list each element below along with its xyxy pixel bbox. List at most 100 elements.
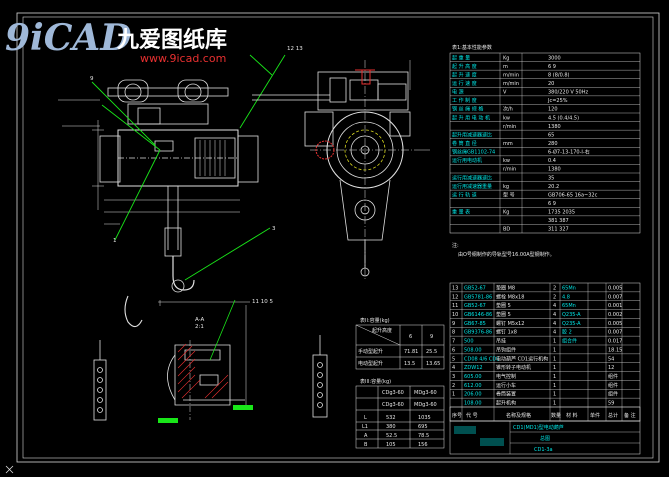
table-ii-header-2: MDg3-60: [414, 390, 437, 396]
bom-cell-code: GB52-67: [464, 285, 486, 291]
params-cell-value: 20.2: [548, 184, 559, 190]
bom-cell-name: 吊挂: [496, 338, 506, 345]
bom-cell-weight: 0.001: [608, 303, 622, 309]
params-cell-value: 380/220 V 50Hz: [548, 90, 588, 96]
watermark: 9iCAD 九爱图纸库 www.9icad.com: [5, 17, 227, 65]
bom-cell-code: 206.00: [464, 392, 482, 398]
params-cell-unit: Kg: [503, 210, 509, 216]
bom-cell-name: 垫圈 M8: [496, 284, 515, 291]
bom-cell-qty: 1: [553, 356, 556, 362]
bom-cell-qty: 1: [553, 401, 556, 407]
bom-cell-weight: 0.002: [608, 312, 622, 318]
leader-lines-white: [58, 99, 100, 127]
params-cell-name: 钢 丝 绳 规 格: [452, 106, 483, 113]
params-cell-value: GB706-65 16a~32c: [548, 192, 598, 198]
title-block-drawing: 总图: [540, 435, 550, 442]
detail-section-aa: A-A 2:1: [167, 305, 247, 420]
table-ii-row-l1-v2: 695: [418, 424, 428, 430]
watermark-site-name: 九爱图纸库: [116, 27, 227, 53]
pendant-controls: [93, 335, 328, 421]
bom-header-unit: 单件: [590, 412, 600, 419]
section-scale: 2:1: [195, 324, 204, 330]
table-ii-row-a-v2: 78.5: [418, 433, 429, 439]
bom-cell-qty: 1: [553, 383, 556, 389]
params-cell-value: 6 9: [548, 201, 556, 207]
table-ii-title: 表III:容量(kg): [360, 378, 391, 385]
params-cell-name: 起 升 用 电 动 机: [452, 114, 490, 121]
bom-cell-no: 4: [452, 365, 455, 371]
params-cell-name: 工 作 制 度: [452, 97, 477, 104]
bom-cell-code: GB67-85: [464, 321, 486, 327]
bom-cell-no: 10: [452, 312, 458, 318]
callout-right-1: 3: [272, 226, 276, 232]
bom-cell-material: 65Mn: [562, 303, 576, 309]
bom-cell-code: GB52-67: [464, 303, 486, 309]
table-i-row1-v1: 71.81: [404, 349, 418, 355]
table-ii-header-1: CDg3-60: [382, 390, 404, 396]
table-ii-row-l-label: L: [364, 415, 367, 421]
bom-cell-weight: 0.005: [608, 285, 622, 291]
drawing-outer-frame: [16, 12, 660, 463]
callout-left-1: 9: [90, 76, 94, 82]
side-view-yellow-center: [344, 129, 386, 171]
bom-cell-name: 螺钉 M5x12: [496, 320, 524, 327]
bom-cell-weight: 组件: [608, 373, 618, 380]
bom-cell-qty: 4: [553, 312, 556, 318]
bom-header-code: 代 号: [466, 412, 478, 419]
table-i-row1-v2: 25.5: [426, 349, 437, 355]
table-ii-row-l1-label: L1: [362, 424, 368, 430]
params-cell-name: 起 升 高 度: [452, 63, 477, 70]
table-ii-row-b-label: B: [364, 442, 368, 448]
bom-cell-no: 5: [452, 356, 455, 362]
params-cell-unit: 型 号: [503, 191, 515, 198]
table-i-header-9: 9: [430, 334, 433, 340]
bom-cell-code: 605.00: [464, 374, 482, 380]
table-ii-subheader-1: CDg3-60: [382, 402, 404, 408]
params-cell-value: 1735 2035: [548, 210, 575, 216]
bom-cell-material: 4.8: [562, 294, 570, 300]
params-cell-value: 20: [548, 81, 554, 87]
bom-cell-code: 108.00: [464, 401, 482, 407]
bom-cell-name: 螺钉 1x8: [496, 329, 517, 336]
bom-cell-qty: 4: [553, 321, 556, 327]
table-ii-row-l1-v1: 380: [386, 424, 396, 430]
bom-cell-code: GB9376-86: [464, 330, 492, 336]
table-i-row1-label: 手动型起升: [358, 348, 383, 355]
params-cell-unit: kw: [503, 115, 510, 121]
leader-lines-green: [91, 54, 286, 281]
params-cell-value: 1380: [548, 124, 561, 130]
params-cell-unit: r/min: [503, 167, 516, 173]
bom-cell-weight: 18.15: [608, 347, 622, 353]
bom-cell-qty: 1: [553, 392, 556, 398]
bom-cell-name: 卷筒装置: [496, 391, 516, 398]
bom-cell-name: 电动葫芦 CD1运行机构: [496, 355, 548, 362]
params-cell-name: 起 升 速 度: [452, 71, 477, 78]
bom-header-remark: 备 注: [624, 412, 636, 419]
params-cell-unit: m/min: [503, 81, 519, 87]
bom-cell-weight: 0.007: [608, 294, 622, 300]
params-cell-name: 电 源: [452, 89, 464, 96]
watermark-logo: 9iCAD: [5, 17, 132, 59]
bom-cell-name: 垫圈 5: [496, 302, 511, 309]
bom-cell-no: 1: [452, 392, 455, 398]
section-label: A-A: [195, 317, 205, 323]
bom-header-material: 材 料: [566, 412, 578, 419]
bom-cell-code: 612.00: [464, 383, 482, 389]
params-cell-value: 1380: [548, 167, 561, 173]
bom-cell-qty: 1: [553, 347, 556, 353]
bom-cell-material: Q235-A: [562, 321, 581, 327]
bom-cell-weight: 59: [608, 401, 614, 407]
bom-cell-material: 65Mn: [562, 285, 576, 291]
bom-cell-code: GB6146-86: [464, 312, 492, 318]
side-view-red-gears: [315, 69, 375, 160]
bom-cell-name: 起升机构: [496, 400, 516, 407]
params-cell-unit: kg: [503, 184, 509, 190]
table-i-row2-v1: 13.5: [404, 361, 415, 367]
bom-cell-code: GB5781-86: [464, 294, 492, 300]
params-cell-value: 311 327: [548, 227, 569, 233]
bom-cell-name: 锥形转子电动机: [496, 364, 531, 371]
params-cell-name: 运 行 轨 道: [452, 191, 477, 198]
